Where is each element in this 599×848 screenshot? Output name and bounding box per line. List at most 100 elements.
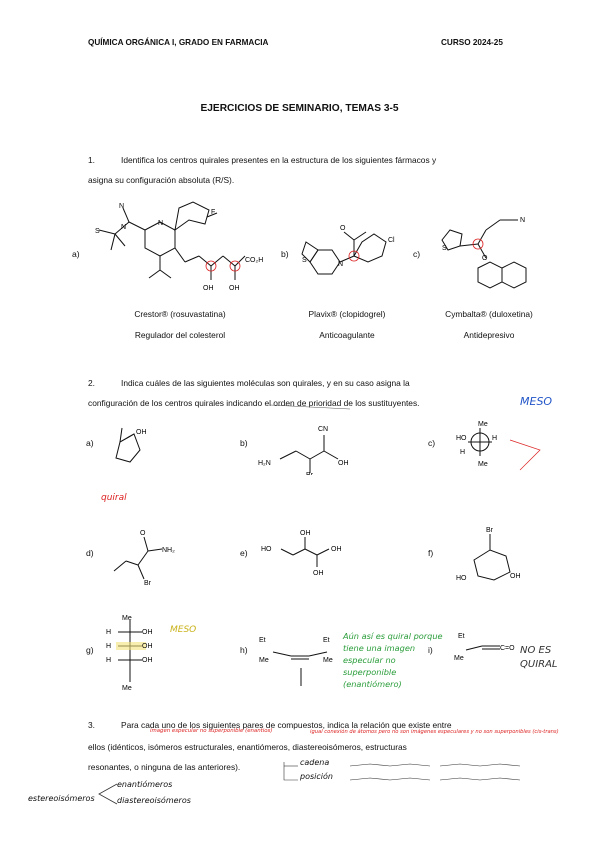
q3-note-posicion: posición <box>300 772 333 781</box>
svg-text:OH: OH <box>136 429 147 436</box>
page-title: EJERCICIOS DE SEMINARIO, TEMAS 3-5 <box>200 103 399 114</box>
svg-text:Et: Et <box>323 637 330 644</box>
svg-text:N: N <box>520 217 525 224</box>
q3-note-diastereo: diastereoisómeros <box>117 796 191 805</box>
q1-name-a: Crestor® (rosuvastatina) <box>134 309 226 319</box>
q2-text-line1: Indica cuáles de las siguientes molécula… <box>121 378 410 388</box>
q2f-structure: Br HO OH <box>456 527 521 582</box>
clopidogrel-structure: S N Cl O <box>301 225 395 275</box>
q2g-note-meso: MESO <box>170 625 197 635</box>
q1-text-line1: Identifica los centros quirales presente… <box>121 155 437 165</box>
svg-text:HO: HO <box>456 575 467 582</box>
header-year: CURSO 2024-25 <box>441 38 503 47</box>
q3-note-enantio: enantiómeros <box>117 780 173 789</box>
q1-name-b: Plavix® (clopidogrel) <box>308 309 386 319</box>
svg-text:OH: OH <box>142 629 153 636</box>
q2-letter-b: b) <box>240 438 248 448</box>
q2-letter-f: f) <box>428 548 434 558</box>
svg-text:Et: Et <box>259 637 266 644</box>
q3-number: 3. <box>88 720 95 730</box>
svg-text:N: N <box>121 224 126 231</box>
svg-text:Me: Me <box>478 461 488 468</box>
svg-text:H: H <box>106 643 111 650</box>
svg-text:NH₂: NH₂ <box>162 547 175 554</box>
svg-text:OH: OH <box>142 643 153 650</box>
svg-text:HO: HO <box>456 435 467 442</box>
q1-use-b: Anticoagulante <box>319 330 375 340</box>
svg-text:F: F <box>211 209 215 216</box>
svg-text:H: H <box>460 449 465 456</box>
q3-handwritten-formulas <box>283 762 521 781</box>
q3-note-top-right: igual conexión de átomos pero no son imá… <box>310 729 559 735</box>
svg-text:S: S <box>302 257 307 264</box>
rosuvastatin-structure: N S N N F OH OH CO₂H <box>95 201 263 292</box>
svg-text:H₂N: H₂N <box>258 460 271 467</box>
svg-text:CN: CN <box>318 426 328 433</box>
svg-text:N: N <box>338 261 343 268</box>
q1-use-c: Antidepresivo <box>463 330 515 340</box>
q3-note-top-left: imagen especular no superponible (enanti… <box>150 728 273 734</box>
q2a-structure: OH <box>115 427 147 463</box>
svg-text:H: H <box>492 435 497 442</box>
header-course: QUÍMICA ORGÁNICA I, GRADO EN FARMACIA <box>88 38 269 47</box>
svg-text:Me: Me <box>122 615 132 622</box>
q2-letter-c: c) <box>428 438 436 448</box>
svg-text:O: O <box>140 530 146 537</box>
svg-text:OH: OH <box>142 657 153 664</box>
svg-text:OH: OH <box>510 573 521 580</box>
svg-text:S: S <box>95 228 100 235</box>
q2b-structure: H₂N CN OH Br <box>258 404 351 475</box>
q1-use-a: Regulador del colesterol <box>134 330 226 340</box>
q3-brace <box>98 783 118 805</box>
svg-text:H: H <box>106 629 111 636</box>
q2-letter-h: h) <box>240 645 248 655</box>
svg-text:OH: OH <box>229 285 240 292</box>
svg-text:Me: Me <box>454 655 464 662</box>
svg-text:N: N <box>119 203 124 210</box>
q2-letter-g: g) <box>86 645 94 655</box>
q3-text-line1: Para cada uno de los siguientes pares de… <box>121 720 452 730</box>
q2-note-meso-top: MESO <box>520 395 553 408</box>
q1-name-c: Cymbalta® (duloxetina) <box>445 309 533 319</box>
q1-letter-c: c) <box>413 249 421 259</box>
svg-text:Cl: Cl <box>388 237 395 244</box>
svg-text:Me: Me <box>259 657 269 664</box>
q2i-structure: Et Me C=O <box>454 633 515 662</box>
q1-text-line2: asigna su configuración absoluta (R/S). <box>88 175 235 185</box>
svg-text:CO₂H: CO₂H <box>245 257 263 264</box>
q2-text-line2: configuración de los centros quirales in… <box>88 398 420 408</box>
q2i-note: NO ES QUIRAL <box>520 645 558 670</box>
svg-text:OH: OH <box>300 530 311 537</box>
q2-letter-i: i) <box>428 645 433 655</box>
q2h-note: Aún así es quiral porque tiene una image… <box>343 631 443 689</box>
svg-text:S: S <box>442 245 447 252</box>
svg-text:Br: Br <box>144 580 152 587</box>
q2c-structure: Me HO H H Me <box>456 421 541 471</box>
q2h-structure: Et Me Et Me <box>259 637 333 686</box>
svg-text:Br: Br <box>486 527 494 534</box>
svg-text:Me: Me <box>478 421 488 428</box>
q1-letter-b: b) <box>281 249 289 259</box>
svg-text:OH: OH <box>338 460 349 467</box>
q2d-structure: O NH₂ Br <box>113 530 175 587</box>
svg-text:Et: Et <box>458 633 465 640</box>
svg-text:Br: Br <box>306 472 314 475</box>
svg-text:C=O: C=O <box>500 645 515 652</box>
svg-text:O: O <box>482 255 488 262</box>
svg-text:N: N <box>158 220 163 227</box>
svg-text:Me: Me <box>323 657 333 664</box>
q2-letter-a: a) <box>86 438 94 448</box>
q3-note-estereo: estereoisómeros <box>28 794 95 803</box>
svg-text:OH: OH <box>203 285 214 292</box>
q2-letter-d: d) <box>86 548 94 558</box>
svg-text:H: H <box>106 657 111 664</box>
q2e-structure: HO OH OH OH <box>261 530 342 577</box>
svg-text:O: O <box>340 225 346 232</box>
svg-text:OH: OH <box>331 546 342 553</box>
q1-number: 1. <box>88 155 95 165</box>
q2-letter-e: e) <box>240 548 248 558</box>
q2a-note: quiral <box>101 493 127 503</box>
q2-number: 2. <box>88 378 95 388</box>
svg-text:HO: HO <box>261 546 272 553</box>
svg-text:Me: Me <box>122 685 132 692</box>
